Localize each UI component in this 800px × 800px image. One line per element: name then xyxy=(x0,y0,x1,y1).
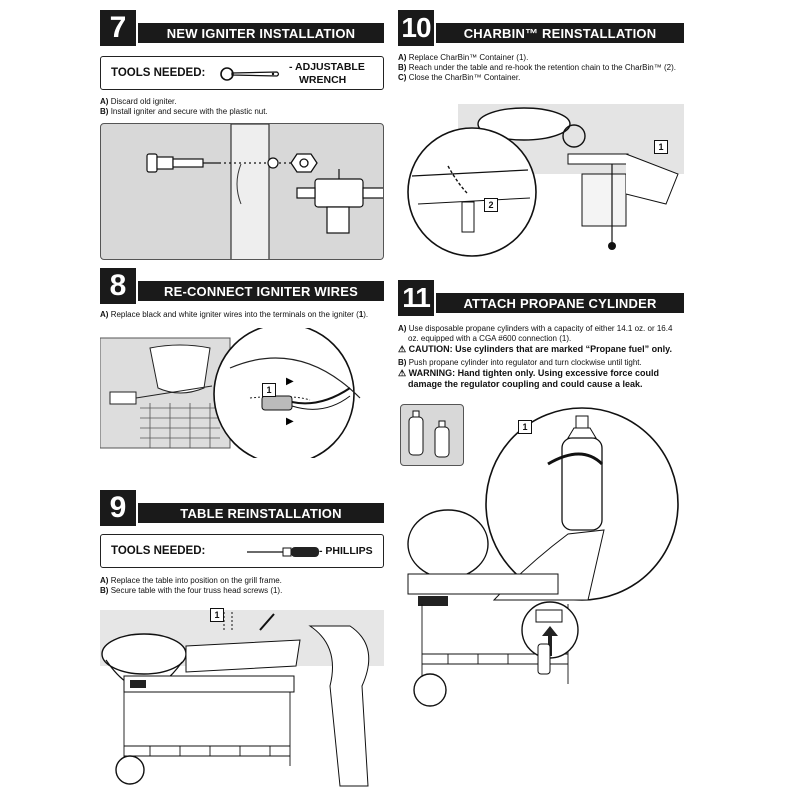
step-row: B) Install igniter and secure with the p… xyxy=(100,107,268,116)
step-number-8: 8 xyxy=(100,268,136,304)
callout-1: 1 xyxy=(262,383,276,397)
step-row: A) Discard old igniter. xyxy=(100,97,177,106)
step-number-7: 7 xyxy=(100,10,136,46)
section-8: 8 RE-CONNECT IGNITER WIRES A) Replace bl… xyxy=(99,268,384,465)
caution-text: ⚠ CAUTION: Use cylinders that are marked… xyxy=(398,344,672,354)
section-11-steps: A) Use disposable propane cylinders with… xyxy=(398,324,672,390)
section-11: 11 ATTACH PROPANE CYLINDER A) Use dispos… xyxy=(398,280,684,720)
callout-2: 2 xyxy=(484,198,498,212)
callout-1: 1 xyxy=(518,420,532,434)
adjustable-wrench-icon xyxy=(220,67,280,81)
section-7-title: NEW IGNITER INSTALLATION xyxy=(138,23,384,43)
step-row: B) Push propane cylinder into regulator … xyxy=(398,358,642,367)
step-row: C) Close the CharBin™ Container. xyxy=(398,73,521,82)
section-11-header: 11 ATTACH PROPANE CYLINDER xyxy=(398,280,684,316)
propane-cylinder-icon xyxy=(408,410,450,458)
step-row: A) Replace black and white igniter wires… xyxy=(100,310,369,319)
step-number-11: 11 xyxy=(398,280,434,316)
section-9-title: TABLE REINSTALLATION xyxy=(138,503,384,523)
igniter-illustration xyxy=(100,123,384,260)
section-9: 9 TABLE REINSTALLATION TOOLS NEEDED: - P… xyxy=(100,490,384,790)
step-row-cont: oz. equipped with a CGA #600 connection … xyxy=(408,334,572,343)
section-9-header: 9 TABLE REINSTALLATION xyxy=(100,490,384,526)
phillips-screwdriver-icon xyxy=(247,547,319,557)
igniter-wires-illustration: ▶ ▶ 1 xyxy=(99,323,384,465)
section-7-header: 7 NEW IGNITER INSTALLATION xyxy=(100,10,384,46)
warning-text-2: damage the regulator coupling and could … xyxy=(408,379,643,389)
tools-needed-label: TOOLS NEEDED: xyxy=(111,67,206,79)
section-10: 10 CHARBIN™ REINSTALLATION A) Replace Ch… xyxy=(398,10,684,260)
valve-assembly xyxy=(296,169,383,234)
section-7: 7 NEW IGNITER INSTALLATION TOOLS NEEDED:… xyxy=(100,10,384,260)
section-7-steps: A) Discard old igniter. B) Install ignit… xyxy=(100,97,268,117)
section-9-steps: A) Replace the table into position on th… xyxy=(100,576,282,596)
section-10-header: 10 CHARBIN™ REINSTALLATION xyxy=(398,10,684,46)
section-10-title: CHARBIN™ REINSTALLATION xyxy=(436,23,684,43)
step-row: A) Replace the table into position on th… xyxy=(100,576,282,585)
step-row: A) Replace CharBin™ Container (1). xyxy=(398,53,529,62)
step-number-9: 9 xyxy=(100,490,136,526)
step-row: B) Reach under the table and re-hook the… xyxy=(398,63,676,72)
section-11-title: ATTACH PROPANE CYLINDER xyxy=(436,293,684,313)
tool-name-line-2: WRENCH xyxy=(299,74,347,86)
plastic-nut xyxy=(290,153,318,173)
tool-name-line-1: - ADJUSTABLE xyxy=(289,61,365,73)
table-illustration: 1 xyxy=(100,606,384,790)
warning-text-1: ⚠ WARNING: Hand tighten only. Using exce… xyxy=(398,368,659,378)
charbin-illustration: 1 2 xyxy=(398,94,684,260)
step-number-10: 10 xyxy=(398,10,434,46)
svg-text:▶: ▶ xyxy=(286,376,294,387)
step-row: B) Secure table with the four truss head… xyxy=(100,586,283,595)
tool-name: - PHILLIPS xyxy=(319,545,373,557)
propane-cylinders-panel xyxy=(400,404,464,466)
section-8-title: RE-CONNECT IGNITER WIRES xyxy=(138,281,384,301)
section-8-header: 8 RE-CONNECT IGNITER WIRES xyxy=(100,268,384,304)
tools-needed-label: TOOLS NEEDED: xyxy=(111,545,206,557)
section-10-steps: A) Replace CharBin™ Container (1). B) Re… xyxy=(398,53,676,83)
step-row: A) Use disposable propane cylinders with… xyxy=(398,324,673,333)
igniter-part xyxy=(146,153,219,173)
callout-1: 1 xyxy=(210,608,224,622)
tools-needed-box: TOOLS NEEDED: - PHILLIPS xyxy=(100,534,384,568)
propane-attach-illustration: 1 xyxy=(398,404,684,714)
svg-text:▶: ▶ xyxy=(286,416,294,427)
section-8-steps: A) Replace black and white igniter wires… xyxy=(100,310,368,320)
tools-needed-box: TOOLS NEEDED: - ADJUSTABLE WRENCH xyxy=(100,56,384,90)
callout-1: 1 xyxy=(654,140,668,154)
